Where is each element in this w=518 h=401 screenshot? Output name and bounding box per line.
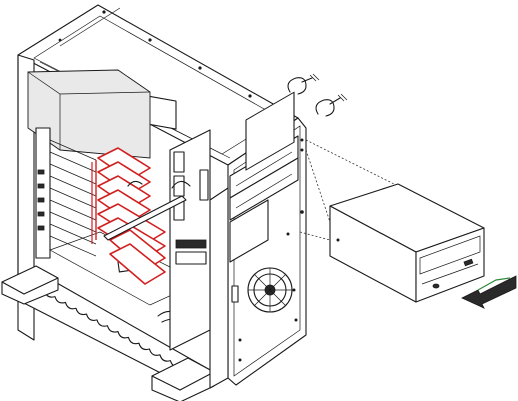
screw-icon xyxy=(315,99,335,117)
drive-eject-led xyxy=(432,283,440,289)
retainer-clip xyxy=(171,180,191,189)
expansion-slot-covers xyxy=(35,127,97,259)
chassis-foot-left xyxy=(1,265,59,305)
chassis-base-wavy-edge xyxy=(33,284,192,374)
card-retainer-rail xyxy=(103,195,187,241)
chassis-rear-divider xyxy=(209,187,229,389)
optical-drive-front xyxy=(415,227,485,303)
screw-icon xyxy=(287,77,307,95)
retainer-clip-2 xyxy=(127,180,143,187)
installation-guide-lines xyxy=(299,139,399,241)
mounting-screw-1 xyxy=(287,73,320,95)
front-latch xyxy=(231,285,239,303)
power-supply xyxy=(27,69,151,159)
cooling-fan xyxy=(245,91,295,313)
computer-chassis xyxy=(1,4,307,401)
drive-eject-button xyxy=(463,258,474,267)
expansion-card-8 xyxy=(109,243,166,285)
mounting-screw-2 xyxy=(315,93,348,117)
insertion-arrow xyxy=(461,275,517,309)
drive-bays xyxy=(229,135,299,263)
arrow-icon xyxy=(461,275,517,309)
optical-drive xyxy=(329,183,485,303)
center-drive-cage xyxy=(169,129,211,351)
